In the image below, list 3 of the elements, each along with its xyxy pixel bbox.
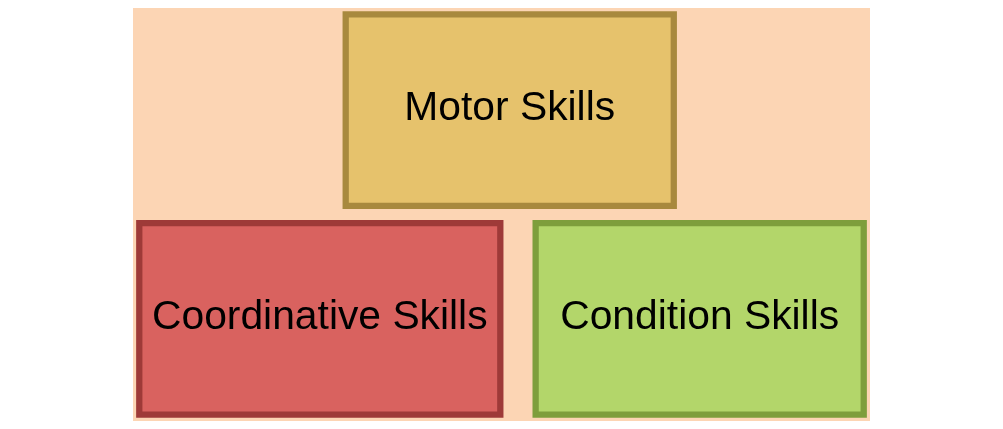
- node-box: Motor Skills: [342, 11, 677, 209]
- node-box: Coordinative Skills: [136, 220, 504, 418]
- node-box: Condition Skills: [532, 220, 867, 418]
